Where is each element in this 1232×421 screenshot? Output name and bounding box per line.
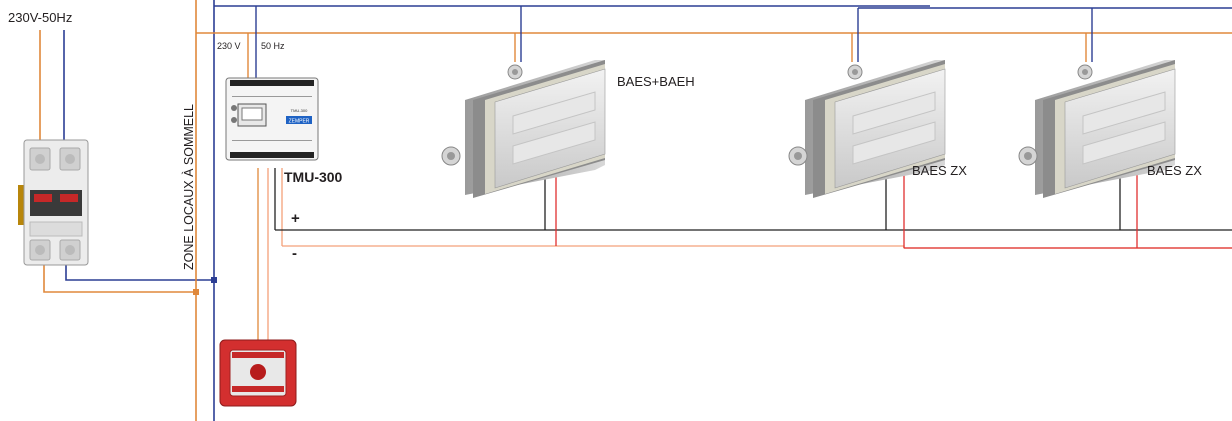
baes-zx-label-1: BAES ZX — [912, 163, 967, 178]
baes-baeh-label: BAES+BAEH — [617, 74, 695, 89]
circuit-breaker — [18, 139, 89, 266]
supply-label: 230V-50Hz — [8, 10, 73, 25]
minus-label: - — [292, 245, 297, 262]
tmu-model-text: TMU-300 — [291, 108, 308, 113]
tmu-label: TMU-300 — [284, 169, 343, 185]
neutral-wire-breaker-out — [65, 262, 214, 281]
phase-wire-breaker-out — [43, 262, 196, 293]
plus-label: + — [291, 210, 300, 227]
voltage-label: 230 V — [217, 41, 241, 51]
wires — [39, 0, 1232, 421]
manual-call-point — [219, 339, 297, 407]
tmu-brand-text: ZEMPER — [289, 119, 310, 125]
tmu-controller: ZEMPER TMU-300 — [225, 77, 319, 161]
luminaire-baes-zx-1 — [788, 60, 946, 198]
baes-zx-label-2: BAES ZX — [1147, 163, 1202, 178]
frequency-label: 50 Hz — [261, 41, 285, 51]
luminaire-baes-baeh — [441, 60, 606, 198]
luminaire-baes-zx-2 — [1018, 60, 1176, 198]
zone-label: ZONE LOCAUX À SOMMELL — [182, 103, 196, 270]
